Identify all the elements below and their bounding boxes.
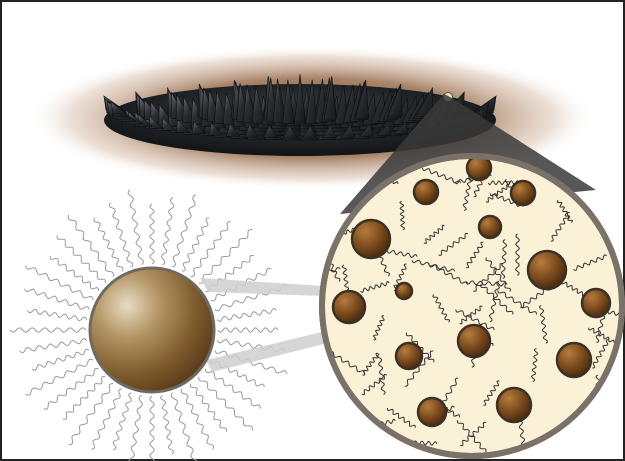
surfactant-tail (50, 256, 99, 291)
surfactant-tail (161, 395, 174, 454)
surfactant-tail (171, 393, 197, 461)
particle-connector-upper (200, 278, 324, 296)
nanoparticle (497, 388, 531, 422)
nanoparticle (414, 180, 438, 204)
nanoparticle (511, 181, 535, 205)
nanoparticle (396, 343, 422, 369)
surfactant-tail (25, 289, 90, 310)
surfactant-tail (28, 309, 87, 320)
surfactant-tail (218, 328, 278, 332)
nanoparticle (396, 283, 412, 299)
surfactant-tail (191, 222, 231, 277)
nanoparticle (352, 220, 390, 258)
coated-nanoparticle (90, 268, 214, 392)
nanoparticle (333, 291, 365, 323)
surfactant-tail (32, 349, 89, 370)
surfactant-tail (172, 195, 196, 267)
surfactant-tail (26, 359, 94, 395)
surfactant-tail (68, 215, 113, 277)
surfactant-tail (63, 377, 105, 420)
surfactant-tail (94, 218, 123, 272)
surfactant-tail (44, 368, 99, 409)
nanoparticle (528, 251, 566, 289)
surfactant-tail (20, 339, 87, 353)
surfactant-tail (10, 328, 86, 332)
surfactant-tail (190, 383, 226, 432)
surfactant-tail (217, 309, 276, 322)
surfactant-tail (69, 383, 114, 445)
nanoparticle (557, 343, 591, 377)
surfactant-tail (129, 395, 142, 461)
surfactant-chain (348, 420, 372, 434)
surfactant-tail (150, 396, 154, 461)
nanoparticle (458, 325, 490, 357)
surfactant-tail (181, 389, 213, 450)
nanoparticle (582, 289, 610, 317)
nanoparticle (418, 398, 446, 426)
surfactant-tail (205, 369, 260, 409)
surfactant-tail (128, 190, 143, 265)
surfactant-tail (113, 393, 132, 450)
surfactant-tail (162, 198, 174, 265)
nanoparticle (479, 216, 501, 238)
surfactant-chain (553, 440, 586, 461)
surfactant-tail (150, 204, 154, 264)
